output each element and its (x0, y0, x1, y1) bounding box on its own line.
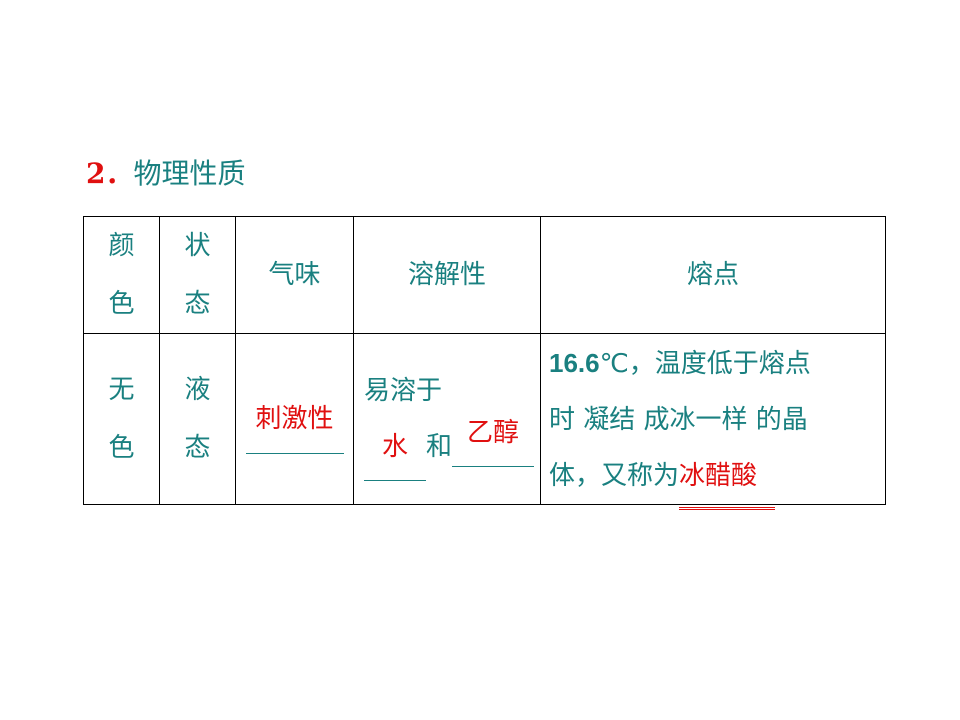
odor-answer-blank: 刺激性 (245, 390, 344, 454)
cell-state-char-1: 液 (184, 375, 211, 405)
cell-state: 液 态 (159, 333, 236, 505)
physical-properties-table: 颜 色 状 态 气味 溶解性 熔点 无 色 液 态 刺激性 易溶于 水和乙醇 1 (83, 216, 886, 510)
melting-answer: 冰醋酸 (679, 448, 776, 510)
section-number: 2． (86, 157, 134, 190)
section-heading: 2．物理性质 (86, 152, 246, 192)
header-melting-point: 熔点 (540, 216, 886, 334)
melting-line-1-rest: ℃，温度低于熔点 (599, 348, 811, 379)
header-color-char-2: 色 (108, 289, 135, 319)
data-row: 无 色 液 态 刺激性 易溶于 水和乙醇 16.6℃，温度低于熔点 时 凝结 成… (83, 333, 886, 510)
melting-line-3-prefix: 体，又称为 (549, 460, 680, 491)
cell-melting-point: 16.6℃，温度低于熔点 时 凝结 成冰一样 的晶 体，又称为冰醋酸 (540, 333, 886, 510)
solubility-connector: 和 (426, 432, 453, 462)
melting-line-3: 体，又称为冰醋酸 (549, 448, 885, 510)
melting-line-1: 16.6℃，温度低于熔点 (549, 335, 885, 392)
header-row: 颜 色 状 态 气味 溶解性 熔点 (83, 216, 886, 334)
cell-state-char-2: 态 (184, 433, 211, 463)
melting-value: 16.6 (549, 347, 600, 378)
cell-color-char-2: 色 (108, 433, 135, 463)
header-color: 颜 色 (83, 216, 160, 334)
header-state-char-1: 状 (184, 231, 211, 261)
solubility-answers: 水和乙醇 (364, 418, 540, 481)
header-odor: 气味 (235, 216, 354, 334)
solubility-answer-1: 水 (364, 419, 426, 481)
melting-line-2: 时 凝结 成冰一样 的晶 (549, 404, 808, 435)
header-state: 状 态 (159, 216, 236, 334)
header-state-char-2: 态 (184, 289, 211, 319)
section-title: 物理性质 (133, 157, 246, 190)
cell-solubility: 易溶于 水和乙醇 (353, 333, 541, 505)
cell-color: 无 色 (83, 333, 160, 505)
solubility-prefix: 易溶于 (364, 376, 443, 406)
cell-color-char-1: 无 (108, 375, 135, 405)
cell-odor: 刺激性 (235, 333, 354, 505)
header-color-char-1: 颜 (108, 231, 135, 261)
solubility-answer-2: 乙醇 (452, 405, 535, 467)
header-solubility: 溶解性 (353, 216, 541, 334)
